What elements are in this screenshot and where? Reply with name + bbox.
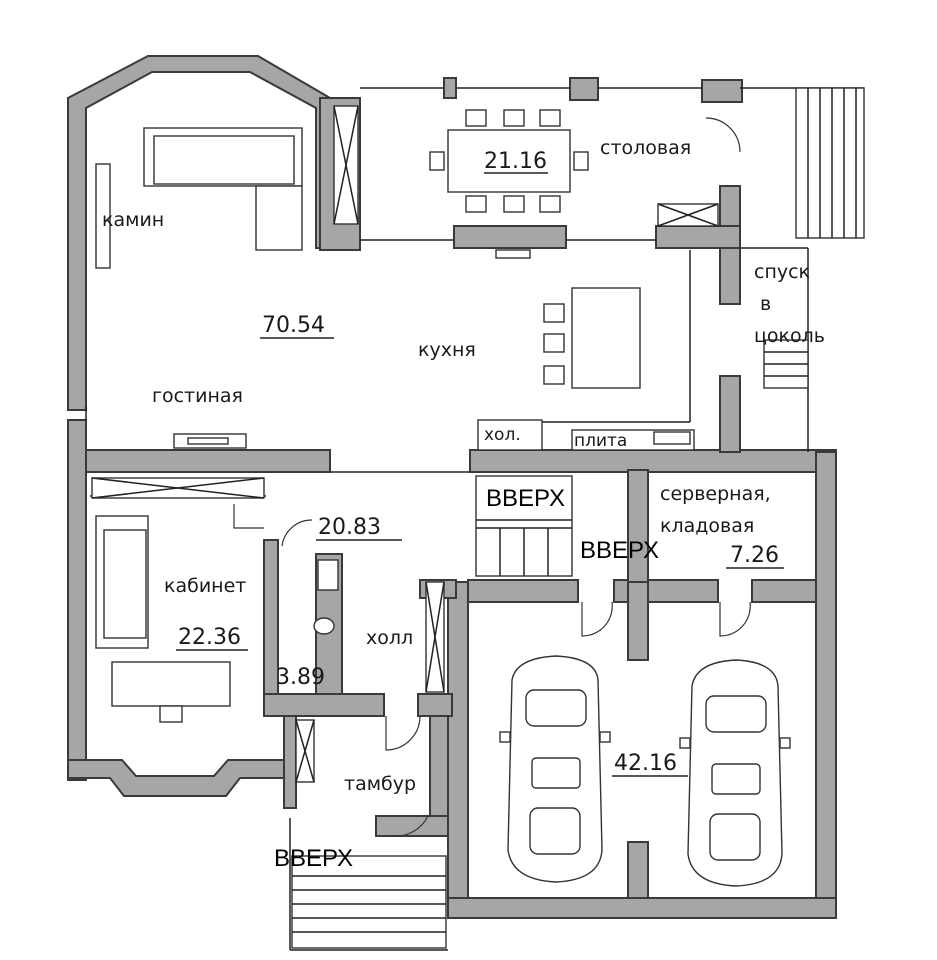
bath-area: 3.89	[276, 665, 325, 690]
server-area: 7.26	[730, 543, 779, 568]
labels: столовая 21.16 камин 70.54 кухня гостина…	[102, 137, 825, 872]
wall-kitchen-hall-right	[469, 449, 837, 473]
server-label-1: серверная,	[660, 483, 771, 505]
doors	[233, 117, 751, 837]
garage-top-wall	[467, 579, 579, 603]
garage-left-wall	[447, 581, 469, 919]
vestibule-right	[429, 715, 449, 817]
kitchen-right-wall-2	[719, 375, 741, 453]
living-sofa	[95, 127, 303, 449]
wall-kitchen-hall-left	[85, 449, 331, 473]
entry-wall-bottom	[375, 815, 449, 837]
kitchen-island	[477, 287, 695, 451]
stairs-up-entry: ВВЕРХ	[274, 845, 353, 872]
study-label: кабинет	[164, 575, 246, 597]
kitchen-block	[655, 225, 741, 249]
living-area: 70.54	[262, 313, 325, 338]
vestibule-label: тамбур	[344, 773, 416, 795]
exterior-stairs	[763, 87, 865, 389]
dining-area: 21.16	[484, 149, 547, 174]
living-label: гостиная	[152, 385, 243, 407]
dining-label: столовая	[600, 137, 691, 159]
window-posts	[443, 77, 599, 101]
wardrobes	[91, 105, 719, 783]
walls	[67, 55, 837, 919]
main-stairs	[475, 475, 573, 577]
garage-top-wall-3	[751, 579, 817, 603]
garage-bottom-wall	[447, 897, 837, 919]
hall-upper-area: 20.83	[318, 515, 381, 540]
hall-label: холл	[366, 627, 413, 649]
garage-right-wall	[815, 451, 837, 919]
study-area: 22.36	[178, 625, 241, 650]
car-left	[499, 655, 611, 883]
study-furniture	[95, 515, 231, 723]
left-wall-lower	[67, 419, 87, 781]
stairs-up-main: ВВЕРХ	[486, 485, 565, 512]
stove-label: плита	[574, 431, 627, 451]
entry-stairs	[291, 855, 447, 949]
fridge-label: хол.	[484, 425, 521, 445]
descent-line2: в	[760, 293, 771, 315]
fireplace-label: камин	[102, 209, 164, 231]
stairs-up-side: ВВЕРХ	[580, 537, 659, 564]
dining-sideboard	[453, 225, 567, 249]
server-wall	[627, 469, 649, 583]
dining-table	[429, 109, 589, 259]
stair-stub	[701, 79, 743, 103]
hall-lower-wall	[263, 693, 385, 717]
garage-area: 42.16	[614, 751, 677, 776]
kitchen-label: кухня	[418, 339, 476, 361]
study-bottom-wall	[67, 759, 287, 797]
descent-line1: спуск	[754, 261, 810, 283]
car-right	[679, 659, 791, 887]
garage-mid-pillar	[627, 581, 649, 661]
bath-fixtures	[313, 559, 339, 635]
server-label-2: кладовая	[660, 515, 754, 537]
hall-lower-wall-2	[417, 693, 453, 717]
descent-line3: цоколь	[754, 325, 825, 347]
vestibule-left	[283, 715, 297, 809]
